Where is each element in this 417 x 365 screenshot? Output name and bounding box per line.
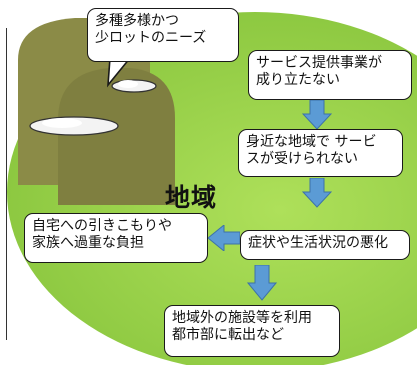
callout-needs: 多種多様かつ 少ロットのニーズ	[87, 8, 239, 62]
arrow-down-1	[302, 100, 332, 130]
arrow-down-2	[302, 178, 332, 208]
left-border-line	[0, 28, 7, 340]
cloud-1	[111, 79, 157, 93]
arrow-left	[208, 225, 240, 251]
side-effect-withdrawal: 自宅への引きこもりや 家族へ過重な負担	[24, 213, 208, 263]
region-label: 地域	[165, 183, 218, 212]
mountain-front	[58, 68, 175, 205]
arrow-down-3	[247, 265, 277, 301]
callout-tail	[107, 58, 132, 88]
step-move-out: 地域外の施設等を利用 都市部に転出など	[164, 305, 340, 357]
step-no-local-service: 身近な地域で サービ スが受けられない	[238, 129, 403, 177]
step-condition-worsening: 症状や生活状況の悪化	[240, 230, 410, 260]
step-business-unviable: サービス提供事業が 成り立たない	[248, 50, 412, 100]
cloud-2	[29, 116, 119, 136]
